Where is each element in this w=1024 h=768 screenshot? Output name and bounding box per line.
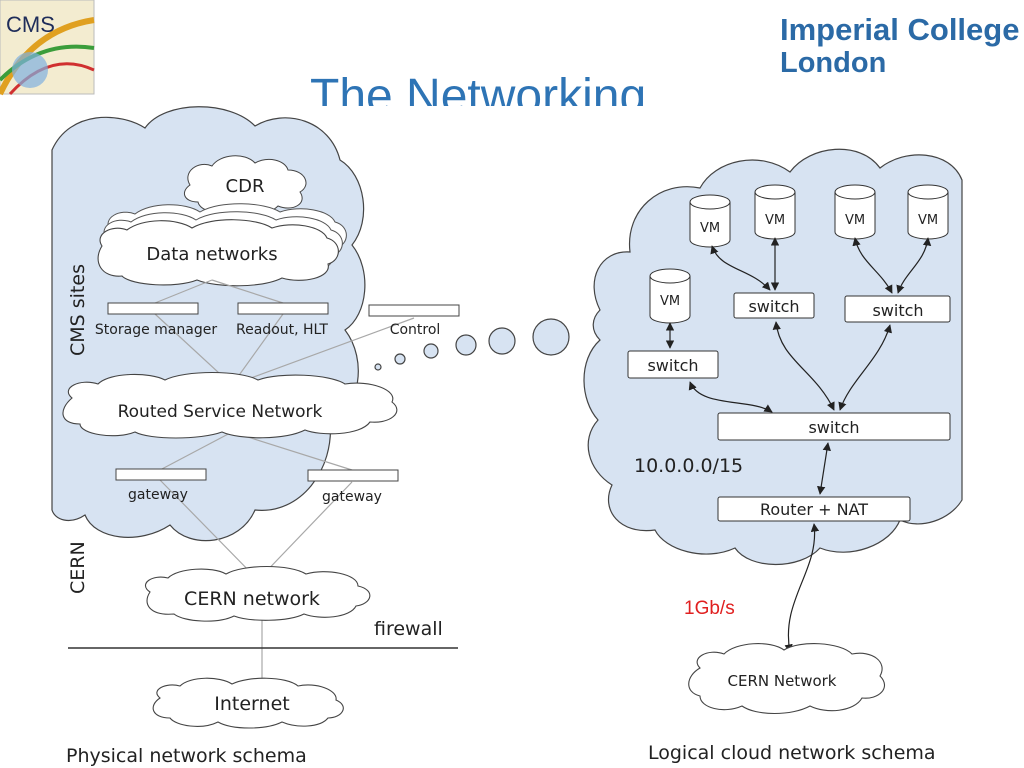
- cern-network-label: CERN network: [184, 588, 320, 610]
- vm-2: VM: [754, 184, 796, 240]
- vm-3-label: VM: [845, 213, 865, 228]
- cern-network-right-label: CERN Network: [728, 672, 837, 690]
- firewall-label: firewall: [374, 618, 443, 640]
- cms-logo-text: CMS: [6, 12, 55, 37]
- cdr-cloud: [183, 155, 307, 215]
- readout-hlt-label: Readout, HLT: [236, 322, 328, 338]
- vm-1: VM: [689, 194, 731, 248]
- logical-schema-caption: Logical cloud network schema: [648, 742, 936, 764]
- switch-core-label: switch: [808, 418, 859, 437]
- data-networks-label: Data networks: [146, 244, 277, 265]
- readout-hlt-box: [237, 302, 329, 315]
- college-name-line1: Imperial College: [780, 12, 1019, 47]
- college-name-line2: London: [780, 47, 886, 79]
- physical-links: [154, 279, 415, 685]
- switch-b: [844, 295, 951, 323]
- physical-schema-caption: Physical network schema: [66, 745, 307, 767]
- storage-manager-box: [107, 302, 199, 315]
- control-box: [368, 304, 460, 317]
- router-nat-label: Router + NAT: [760, 500, 868, 519]
- router-nat-box: [717, 496, 911, 522]
- cern-network-cloud: [144, 565, 371, 622]
- thought-bubbles: [374, 318, 570, 371]
- side-label-cms-sites: CMS sites: [67, 264, 89, 356]
- switch-a-label: switch: [748, 297, 799, 316]
- logical-links: [665, 237, 932, 653]
- cms-logo: CMS: [0, 0, 95, 96]
- side-label-cern: CERN: [67, 541, 89, 594]
- switch-c: [627, 350, 719, 379]
- gateway-left-label: gateway: [128, 487, 188, 503]
- cdr-label: CDR: [226, 176, 265, 197]
- vm-5: VM: [649, 268, 691, 324]
- storage-manager-label: Storage manager: [95, 322, 217, 338]
- control-label: Control: [390, 322, 441, 338]
- vm-cylinders: VM VM VM VM VM: [649, 184, 949, 324]
- gateway-right-label: gateway: [322, 489, 382, 505]
- vm-4: VM: [907, 184, 949, 240]
- gateway-right-box: [307, 469, 399, 482]
- bandwidth-label: 1Gb/s: [684, 598, 735, 619]
- vm-2-label: VM: [765, 213, 785, 228]
- vm-5-label: VM: [660, 294, 680, 309]
- vm-3: VM: [834, 184, 876, 240]
- switch-c-label: switch: [647, 356, 698, 375]
- subnet-label: 10.0.0.0/15: [634, 455, 743, 477]
- cern-network-cloud-right: [688, 643, 886, 714]
- internet-cloud: [152, 677, 344, 729]
- routed-service-network-cloud: [62, 371, 398, 439]
- imperial-college-logo: Imperial College London: [780, 12, 1019, 79]
- internet-label: Internet: [214, 693, 289, 715]
- routed-service-network-label: Routed Service Network: [118, 402, 323, 422]
- switch-a: [733, 292, 815, 319]
- switch-core: [717, 412, 951, 441]
- switch-b-label: switch: [872, 301, 923, 320]
- gateway-left-box: [115, 468, 207, 481]
- vm-4-label: VM: [918, 213, 938, 228]
- data-networks-cloud: [97, 203, 347, 287]
- vm-1-label: VM: [700, 221, 720, 236]
